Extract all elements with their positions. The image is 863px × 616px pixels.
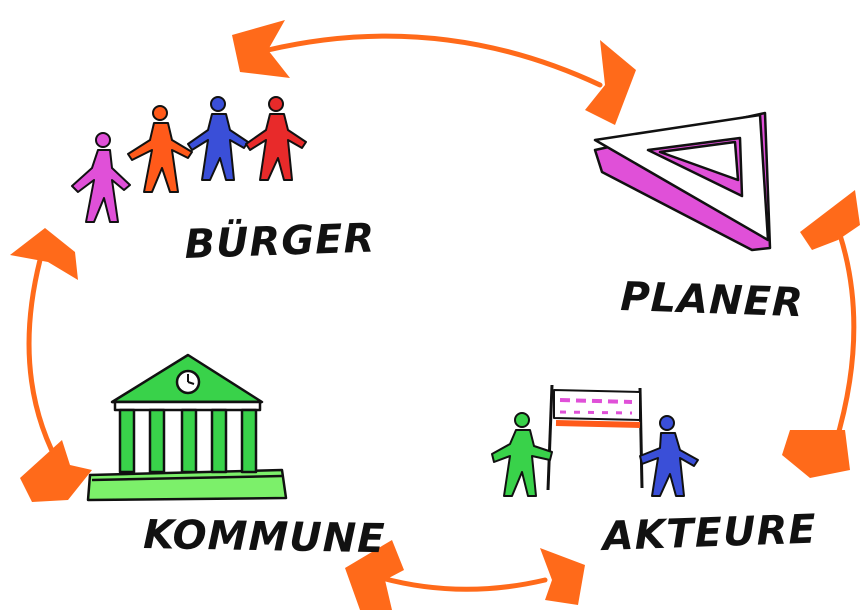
clock-icon [175, 369, 201, 395]
arrow-kommune-buerger [10, 228, 92, 502]
person-blue-actor-icon [639, 415, 699, 497]
set-square-icon [593, 111, 772, 252]
person-green-icon [491, 412, 553, 497]
arrow-planer-akteure [782, 190, 860, 478]
node-label-kommune: KOMMUNE [143, 512, 386, 562]
person-pink-icon [71, 132, 131, 223]
citizens-group-icon [71, 96, 307, 223]
person-orange-icon [127, 105, 193, 193]
person-blue-icon [187, 96, 249, 181]
arrow-akteure-kommune [345, 540, 585, 610]
actors-with-banner-icon [491, 384, 699, 497]
person-red-icon [245, 96, 307, 181]
node-label-akteure: AKTEURE [599, 507, 818, 561]
node-label-buerger: BÜRGER [184, 213, 376, 268]
node-label-planer: PLANER [620, 274, 805, 326]
arrow-buerger-planer [232, 20, 636, 125]
cycle-arrows [10, 20, 860, 610]
banner-icon [553, 389, 641, 428]
town-hall-icon [86, 353, 288, 502]
